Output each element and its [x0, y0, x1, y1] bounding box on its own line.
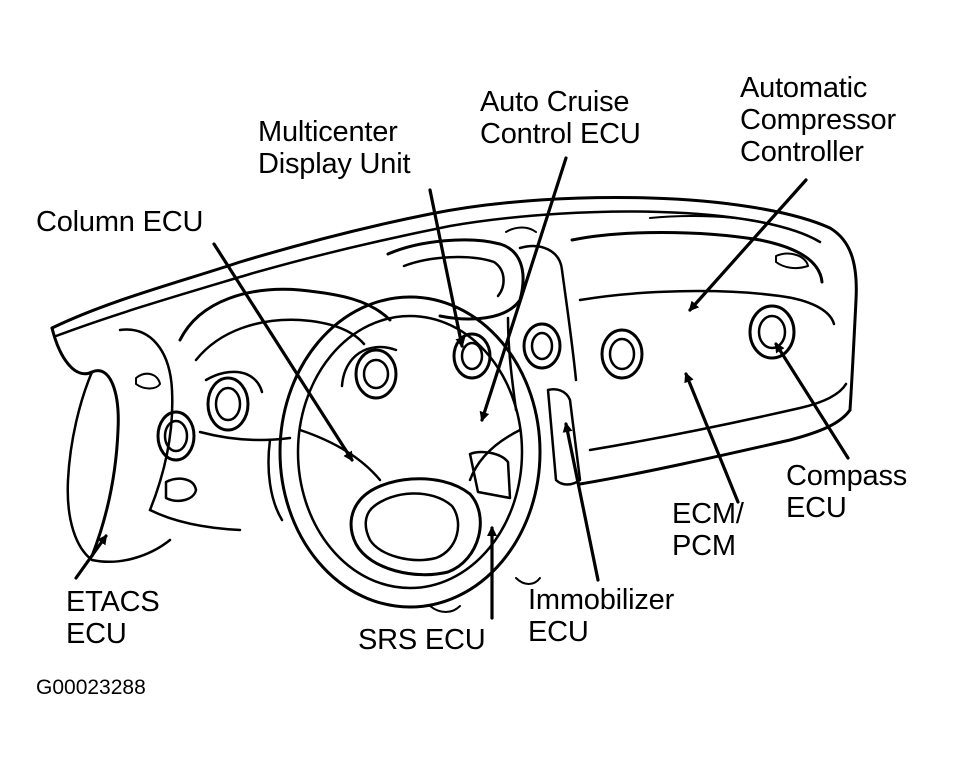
steering-wheel-rim-inner: [296, 314, 524, 590]
cluster-hood-inner: [194, 318, 366, 362]
passenger-vent-right: [748, 304, 796, 360]
left-vent-outer: [156, 410, 196, 462]
passenger-vent-left-inner: [608, 337, 636, 371]
center-stack-lower-panel: [546, 388, 582, 486]
label-immobilizer-line2: ECU: [528, 616, 589, 648]
label-compass: Compass ECU: [786, 460, 907, 524]
cluster-gauge-left: [206, 376, 250, 432]
left-switch: [164, 477, 198, 502]
label-etacs-line2: ECU: [66, 618, 127, 650]
left-vent-slot: [135, 372, 161, 390]
passenger-vent-right-inner: [757, 314, 787, 350]
arrow-immobilizer: [562, 422, 600, 582]
label-auto-cruise-line1: Auto Cruise: [480, 86, 630, 118]
label-multicenter-line1: Multicenter: [258, 116, 398, 148]
passenger-top-vent: [775, 252, 809, 270]
label-srs: SRS ECU: [358, 624, 486, 656]
label-ecm-pcm-line1: ECM/: [672, 498, 744, 530]
arrow-etacs: [74, 534, 108, 580]
label-compass-line2: ECU: [786, 492, 847, 524]
label-etacs-line1: ETACS: [66, 586, 160, 618]
cluster-gauge-left-inner: [214, 386, 242, 422]
dashboard-top-inner-edge: [54, 210, 822, 338]
wheel-hub-lower-panel: [468, 450, 512, 500]
cluster-gauge-right: [354, 348, 398, 400]
label-compass-line1: Compass: [786, 460, 908, 492]
wheel-spoke-right: [468, 428, 522, 482]
label-column-ecu: Column ECU: [36, 206, 204, 238]
dash-crease-upper: [649, 215, 771, 225]
passenger-vent-left: [600, 328, 644, 380]
center-vent-right-inner: [530, 331, 554, 361]
passenger-panel-top: [570, 231, 824, 284]
center-vent-right: [522, 322, 562, 370]
wheel-hub-inner: [364, 492, 460, 562]
label-compressor-line1: Automatic: [740, 72, 868, 104]
label-auto-cruise-line2: Control ECU: [480, 118, 641, 150]
label-automatic-compressor: Automatic Compressor Controller: [740, 72, 896, 168]
label-immobilizer-line1: Immobilizer: [528, 584, 675, 616]
cluster-gauge-right-inner: [362, 358, 390, 390]
dashboard-left-end: [50, 326, 120, 558]
wheel-base: [429, 605, 461, 613]
cluster-gauge-bezel: [204, 370, 264, 394]
passenger-panel-inner: [578, 289, 836, 326]
left-side-panel: [66, 370, 172, 564]
steering-column: [267, 438, 284, 522]
label-etacs: ETACS ECU: [66, 586, 160, 650]
label-multicenter: Multicenter Display Unit: [258, 116, 411, 180]
arrow-column-ecu: [212, 242, 354, 462]
label-multicenter-line2: Display Unit: [258, 148, 411, 180]
label-compressor-line3: Controller: [740, 136, 864, 168]
wheel-base-right: [515, 577, 541, 585]
arrow-compressor: [688, 178, 808, 312]
arrow-multicenter: [428, 188, 466, 348]
arrow-ecm-pcm: [684, 372, 740, 504]
arrow-compass: [774, 342, 850, 460]
cluster-hood: [178, 287, 392, 342]
dashboard-lower-inner: [588, 382, 848, 452]
left-pillar-curve: [118, 328, 174, 512]
label-immobilizer: Immobilizer ECU: [528, 584, 674, 648]
center-vent-left-inner: [460, 341, 484, 371]
left-vent-inner: [163, 419, 189, 453]
dash-crease-left: [505, 226, 537, 233]
label-ecm-pcm-line2: PCM: [672, 530, 736, 562]
steering-wheel-rim-outer: [278, 295, 542, 609]
figure-id: G00023288: [36, 676, 146, 699]
center-stack-right-edge: [518, 244, 578, 382]
label-auto-cruise: Auto Cruise Control ECU: [480, 86, 641, 150]
dashboard-lower-edge: [578, 408, 852, 486]
dashboard-top-edge: [50, 196, 858, 412]
label-compressor-line2: Compressor: [740, 104, 896, 136]
arrow-auto-cruise: [479, 156, 568, 422]
wheel-hub: [349, 477, 482, 577]
dashboard-bottom-left: [148, 508, 242, 532]
cluster-gauge-right-bezel: [340, 345, 398, 388]
label-ecm-pcm: ECM/ PCM: [672, 498, 744, 562]
center-display-inner: [402, 255, 505, 298]
